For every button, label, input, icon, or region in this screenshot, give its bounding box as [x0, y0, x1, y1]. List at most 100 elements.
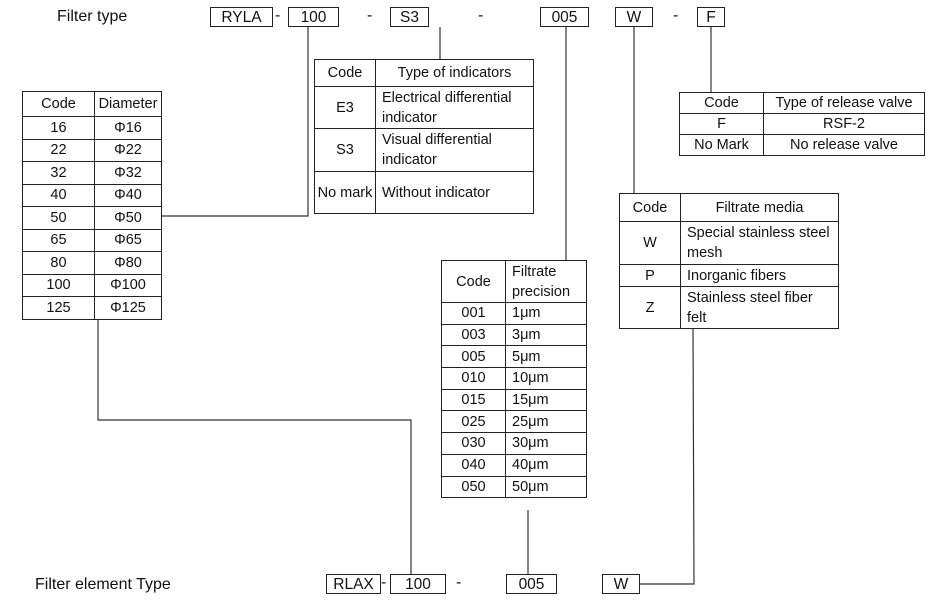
separator: -: [673, 7, 679, 24]
row-code: 100: [22, 273, 95, 297]
element-segment-diameter: 100: [390, 574, 446, 594]
row-value: Φ80: [94, 251, 162, 275]
row-value: Stainless steel fiber felt: [680, 286, 839, 329]
row-code: 015: [441, 388, 506, 412]
separator: -: [478, 7, 484, 24]
code-segment-diameter: 100: [288, 7, 339, 27]
release-valve-header-value: Type of release valve: [763, 92, 925, 114]
row-value: 30μm: [505, 432, 587, 455]
row-value: 1μm: [505, 302, 587, 325]
connector-diameter-to-element: [97, 319, 412, 574]
filter-type-label: Filter type: [57, 8, 128, 25]
code-segment-indicator: S3: [390, 7, 429, 27]
element-segment-precision: 005: [506, 574, 557, 594]
row-code: 003: [441, 323, 506, 347]
separator: -: [381, 574, 387, 591]
connector-media-to-element: [639, 327, 695, 585]
row-code: F: [679, 113, 764, 135]
row-code: P: [619, 264, 681, 287]
row-value: Special stainless steel mesh: [680, 221, 839, 265]
element-segment-series: RLAX: [326, 574, 381, 594]
separator: -: [367, 7, 373, 24]
row-code: No mark: [314, 171, 376, 214]
row-value: Electrical differential indicator: [375, 86, 534, 129]
row-code: 030: [441, 432, 506, 455]
precision-header-code: Code: [441, 260, 506, 303]
row-value: RSF-2: [763, 113, 925, 135]
media-header-value: Filtrate media: [680, 193, 839, 222]
release-valve-header-code: Code: [679, 92, 764, 114]
row-code: 16: [22, 116, 95, 140]
row-value: Φ40: [94, 183, 162, 207]
row-value: Φ16: [94, 116, 162, 140]
row-value: 3μm: [505, 323, 587, 347]
row-value: Φ32: [94, 161, 162, 185]
row-value: Φ22: [94, 138, 162, 162]
row-value: Φ100: [94, 273, 162, 297]
precision-header-value: Filtrate precision: [505, 260, 587, 303]
media-header-code: Code: [619, 193, 681, 222]
element-segment-media: W: [602, 574, 640, 594]
row-value: Φ50: [94, 206, 162, 230]
diameter-header-code: Code: [22, 91, 95, 117]
row-code: 050: [441, 475, 506, 499]
row-code: 22: [22, 138, 95, 162]
row-code: 32: [22, 161, 95, 185]
row-code: No Mark: [679, 134, 764, 156]
row-value: 15μm: [505, 388, 587, 412]
row-code: 040: [441, 453, 506, 477]
code-segment-precision: 005: [540, 7, 589, 27]
indicator-header-value: Type of indicators: [375, 59, 534, 87]
row-code: W: [619, 221, 681, 265]
code-segment-release-valve: F: [697, 7, 725, 27]
diameter-header-value: Diameter: [94, 91, 162, 117]
row-value: Φ125: [94, 296, 162, 320]
row-value: 5μm: [505, 345, 587, 369]
filter-element-type-label: Filter element Type: [35, 576, 171, 593]
row-value: 50μm: [505, 475, 587, 499]
row-code: 001: [441, 302, 506, 325]
row-code: 005: [441, 345, 506, 369]
row-code: 80: [22, 251, 95, 275]
row-value: Visual differential indicator: [375, 128, 534, 172]
row-code: 40: [22, 183, 95, 207]
code-segment-media: W: [615, 7, 653, 27]
row-value: 40μm: [505, 453, 587, 477]
row-value: Inorganic fibers: [680, 264, 839, 287]
row-value: 25μm: [505, 410, 587, 434]
row-code: 65: [22, 228, 95, 252]
row-code: 025: [441, 410, 506, 434]
row-code: E3: [314, 86, 376, 129]
indicator-header-code: Code: [314, 59, 376, 87]
code-segment-series: RYLA: [210, 7, 273, 27]
row-value: 10μm: [505, 367, 587, 390]
row-code: 010: [441, 367, 506, 390]
